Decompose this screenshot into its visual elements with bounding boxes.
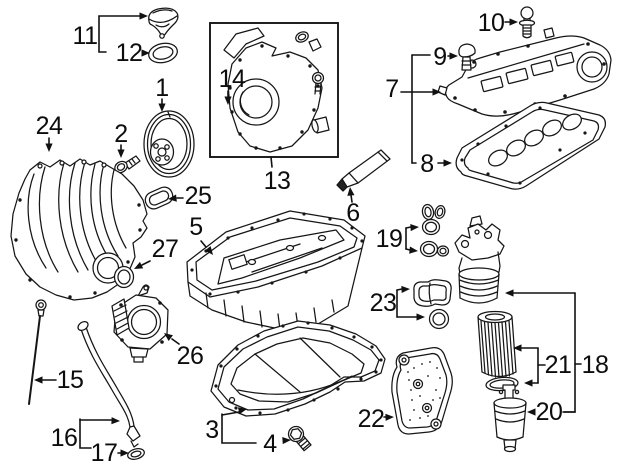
leader-7-bracket xyxy=(400,54,441,164)
callout-8: 8 xyxy=(420,150,433,178)
callout-27: 27 xyxy=(152,235,179,263)
callout-9: 9 xyxy=(433,43,446,71)
callout-17: 17 xyxy=(91,439,118,467)
part-sealant-tube xyxy=(336,149,391,192)
leader-17 xyxy=(117,449,129,457)
leader-2 xyxy=(117,144,125,158)
callout-22: 22 xyxy=(358,405,385,433)
part-tube-seal-17 xyxy=(127,448,145,460)
callout-3: 3 xyxy=(205,416,218,444)
part-valve-cover xyxy=(437,27,612,117)
part-lower-oil-pan xyxy=(210,320,386,417)
leader-15 xyxy=(34,376,57,384)
leader-11-bracket xyxy=(98,12,148,53)
callout-4: 4 xyxy=(263,430,277,458)
part-ball-stud-10 xyxy=(518,6,536,39)
part-drain-plug xyxy=(287,425,312,452)
callout-26: 26 xyxy=(177,342,204,370)
inset-box-frame xyxy=(209,22,339,158)
part-o-ring-27 xyxy=(113,265,135,289)
leader-22 xyxy=(383,413,394,421)
callout-2: 2 xyxy=(114,120,127,148)
leader-5 xyxy=(200,240,213,255)
part-upper-oil-pan xyxy=(186,210,366,331)
callout-11: 11 xyxy=(73,22,98,50)
leader-3 xyxy=(221,407,257,444)
callout-5: 5 xyxy=(189,213,202,241)
callout-23: 23 xyxy=(370,289,397,317)
part-bolt-2 xyxy=(114,155,141,174)
part-bolt-9 xyxy=(458,43,476,71)
part-oil-filter-element xyxy=(477,310,517,378)
callout-20: 20 xyxy=(536,398,563,426)
callout-19: 19 xyxy=(376,225,403,253)
leader-12 xyxy=(141,49,150,57)
leader-1 xyxy=(158,98,166,112)
part-timing-cover xyxy=(223,27,330,153)
callout-6: 6 xyxy=(346,199,359,227)
part-filler-cap-seal xyxy=(148,42,178,64)
part-oil-filter-housing xyxy=(454,215,505,304)
part-seal-set-19 xyxy=(419,203,450,258)
leader-21-bracket xyxy=(513,344,546,387)
part-oil-cooler xyxy=(391,347,453,435)
leader-24 xyxy=(45,137,53,152)
leader-20 xyxy=(527,408,576,416)
leader-26 xyxy=(164,333,180,345)
leader-16-bracket xyxy=(79,417,120,449)
callout-18: 18 xyxy=(582,351,609,379)
leader-19-bracket xyxy=(405,224,419,254)
leader-23-bracket xyxy=(396,285,425,321)
callout-25: 25 xyxy=(185,182,212,210)
leader-6 xyxy=(347,187,355,203)
callout-15: 15 xyxy=(57,366,84,394)
callout-7: 7 xyxy=(385,75,398,103)
leader-25 xyxy=(168,194,184,202)
callout-13: 13 xyxy=(264,167,291,195)
part-dipstick xyxy=(28,299,47,405)
leader-14 xyxy=(224,90,232,105)
part-dipstick-tube xyxy=(77,320,141,448)
part-throttle-body xyxy=(111,284,169,363)
callout-1: 1 xyxy=(155,74,168,102)
part-crankshaft-pulley xyxy=(143,110,195,178)
part-oil-filter-cap xyxy=(493,384,527,453)
leader-4 xyxy=(282,437,291,445)
part-oil-filler-cap xyxy=(148,7,179,39)
leader-8 xyxy=(437,159,452,167)
callout-16: 16 xyxy=(51,424,78,452)
part-valve-cover-gasket xyxy=(455,101,606,190)
part-manifold-seal-25 xyxy=(144,186,174,210)
part-gasket-23 xyxy=(413,279,452,330)
leader-13 xyxy=(270,156,273,168)
leader-27 xyxy=(134,260,151,269)
callout-12: 12 xyxy=(116,39,143,67)
leader-10 xyxy=(504,18,518,26)
leader-9 xyxy=(447,52,458,60)
callout-24: 24 xyxy=(36,112,63,140)
callout-21: 21 xyxy=(545,351,572,379)
callout-10: 10 xyxy=(478,9,505,37)
callout-14: 14 xyxy=(219,65,246,93)
